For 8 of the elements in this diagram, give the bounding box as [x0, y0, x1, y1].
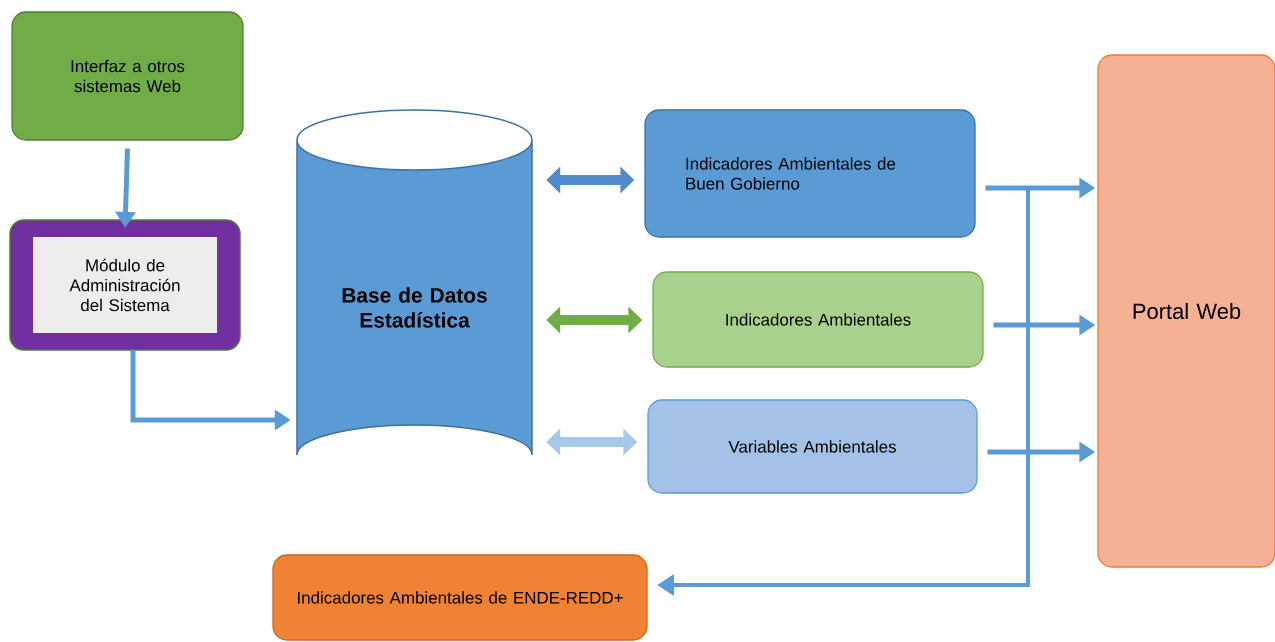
module-box: Módulo de Administración del Sistema	[9, 219, 241, 351]
process-box: Interfaz a otros sistemas Web	[11, 11, 244, 141]
database-cylinder: Base de Datos Estadística	[296, 109, 533, 456]
process-box: Indicadores Ambientales de Buen Gobierno	[644, 109, 976, 238]
process-box: Variables Ambientales	[647, 399, 978, 494]
process-box: Indicadores Ambientales	[652, 271, 984, 368]
process-box: Portal Web	[1097, 54, 1275, 568]
process-box: Indicadores Ambientales de ENDE-REDD+	[272, 554, 648, 641]
